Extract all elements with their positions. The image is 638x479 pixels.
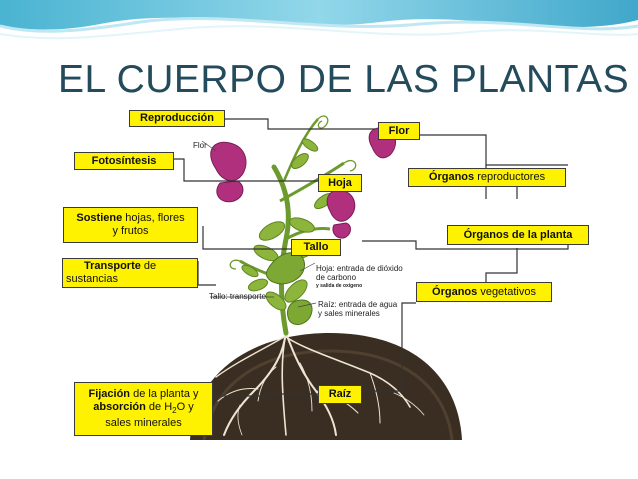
- organos-planta-text: Órganos de la planta: [463, 228, 573, 241]
- tallo-label: Tallo: transporte: [209, 292, 266, 301]
- fijacion-box: Fijación de la planta y absorción de H2O…: [74, 382, 213, 436]
- raiz-text: Raíz: [328, 388, 352, 400]
- absorcion-tail: O y: [176, 400, 194, 413]
- sostiene-rest: hojas, flores: [122, 212, 185, 224]
- transporte-rest: de: [140, 260, 157, 272]
- transporte-line2: sustancias: [66, 273, 118, 285]
- transporte-bold: Transporte: [84, 260, 141, 272]
- raiz-label-line1: Raíz: entrada de agua: [318, 300, 398, 309]
- plant-figure: Reproducción Fotosíntesis Sostiene hojas…: [54, 101, 592, 440]
- organos-reproductores-box: Órganos reproductores: [408, 168, 566, 187]
- flor-text: Flor: [388, 124, 410, 137]
- tallo-box: Tallo: [291, 239, 341, 256]
- hoja-label-line1: Hoja: entrada de dióxido: [316, 264, 403, 273]
- hoja-label-line2: de carbono: [316, 273, 357, 282]
- reproduccion-box: Reproducción: [129, 110, 225, 127]
- page-title: EL CUERPO DE LAS PLANTAS: [58, 58, 630, 101]
- organos-vegetativos-text: Órganos vegetativos: [432, 286, 536, 299]
- fijacion-line2: absorción de H2O y: [93, 401, 193, 417]
- fijacion-line1: Fijación de la planta y: [88, 388, 198, 401]
- hoja-text: Hoja: [328, 176, 352, 189]
- organos-veg-rest: vegetativos: [477, 285, 536, 298]
- transporte-line1: Transporte de: [66, 260, 156, 273]
- sostiene-bold: Sostiene: [76, 212, 123, 224]
- fijacion-bold: Fijación: [88, 387, 131, 400]
- fotosintesis-box: Fotosíntesis: [74, 152, 174, 170]
- organos-rep-bold: Órganos: [428, 171, 475, 183]
- absorcion-sub: 2: [172, 406, 177, 416]
- sostiene-line1: Sostiene hojas, flores: [76, 212, 184, 225]
- tallo-text: Tallo: [303, 241, 329, 253]
- raiz-label-line2: y sales minerales: [318, 309, 380, 318]
- organos-vegetativos-box: Órganos vegetativos: [416, 282, 552, 302]
- fotosintesis-text: Fotosíntesis: [91, 154, 157, 167]
- absorcion-rest: de H: [145, 400, 173, 413]
- organos-rep-rest: reproductores: [474, 171, 546, 183]
- absorcion-bold: absorción: [93, 400, 146, 413]
- flor-box: Flor: [378, 122, 420, 140]
- flor-label: Flor: [193, 141, 207, 150]
- raiz-box: Raíz: [318, 385, 362, 404]
- organos-planta-box: Órganos de la planta: [447, 225, 589, 245]
- sostiene-line2: y frutos: [112, 225, 149, 237]
- organos-reproductores-text: Órganos reproductores: [429, 171, 545, 184]
- header-wave-decoration: [0, 0, 638, 40]
- fijacion-line3: sales minerales: [105, 417, 182, 430]
- reproduccion-text: Reproducción: [140, 112, 214, 124]
- sostiene-box: Sostiene hojas, flores y frutos: [63, 207, 198, 243]
- hoja-label-line3: y salida de oxígeno: [316, 283, 363, 289]
- fijacion-rest: de la planta y: [130, 387, 199, 400]
- hoja-box: Hoja: [318, 174, 362, 192]
- organos-veg-bold: Órganos: [432, 285, 478, 298]
- transporte-box: Transporte de sustancias: [62, 258, 198, 288]
